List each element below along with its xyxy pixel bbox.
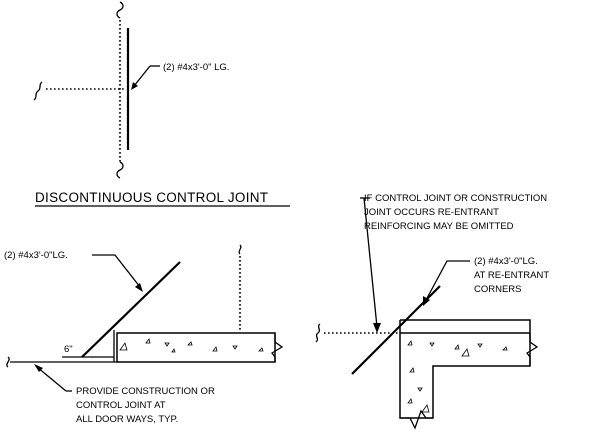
arrowhead-left bbox=[135, 283, 143, 292]
arrowhead-omit bbox=[373, 323, 381, 333]
reentrant-label-line-2: AT RE-ENTRANT bbox=[474, 270, 549, 281]
leader-line-left bbox=[92, 254, 141, 288]
concrete-l-shape bbox=[399, 319, 531, 419]
leader-line-top bbox=[133, 65, 151, 87]
diagonal-reinforcing-bar bbox=[81, 261, 181, 358]
l-shape-break-bottom bbox=[400, 409, 433, 430]
top-detail: (2) #4x3'-0" LG. DISCONTINUOUS CONTROL J… bbox=[33, 1, 290, 207]
break-symbol-slab bbox=[238, 244, 242, 255]
bar-label-left: (2) #4x3'-0"LG. bbox=[4, 250, 68, 261]
reentrant-label-line-3: CORNERS bbox=[474, 284, 522, 295]
l-shape-aggregate bbox=[407, 340, 508, 413]
leader-line-reentrant bbox=[425, 260, 470, 301]
bar-label-top: (2) #4x3'-0" LG. bbox=[163, 62, 229, 73]
slab-aggregate bbox=[119, 338, 264, 353]
detail-title: DISCONTINUOUS CONTROL JOINT bbox=[35, 190, 268, 205]
door-note-line-3: ALL DOOR WAYS, TYP. bbox=[76, 414, 178, 425]
reentrant-label-line-1: (2) #4x3'-0"LG. bbox=[474, 256, 538, 267]
break-symbol-ground bbox=[6, 356, 10, 368]
left-detail: (2) #4x3'-0"LG. 6" PROVIDE CONSTRUCTION … bbox=[4, 244, 284, 425]
slab-break-symbol bbox=[271, 333, 284, 362]
dimension-label: 6" bbox=[64, 344, 73, 355]
leader-line-omit bbox=[363, 197, 378, 328]
right-detail: IF CONTROL JOINT OR CONSTRUCTION JOINT O… bbox=[315, 193, 549, 430]
break-symbol-bottom bbox=[116, 161, 124, 179]
door-note-line-2: CONTROL JOINT AT bbox=[76, 400, 166, 411]
arrowhead-note bbox=[34, 364, 43, 372]
arrowhead-top bbox=[131, 82, 138, 90]
break-symbol-top bbox=[116, 1, 124, 19]
break-symbol-left bbox=[33, 81, 43, 101]
omit-note-line-3: REINFORCING MAY BE OMITTED bbox=[364, 221, 514, 232]
concrete-slab bbox=[116, 332, 276, 363]
reentrant-bar bbox=[351, 285, 441, 375]
l-shape-break-right bbox=[526, 333, 539, 366]
omit-note-line-1: IF CONTROL JOINT OR CONSTRUCTION bbox=[364, 193, 547, 204]
omit-note-line-2: JOINT OCCURS RE-ENTRANT bbox=[364, 207, 499, 218]
break-symbol-right bbox=[315, 323, 321, 343]
door-note-line-1: PROVIDE CONSTRUCTION OR bbox=[76, 386, 215, 397]
leader-line-note bbox=[36, 366, 67, 392]
